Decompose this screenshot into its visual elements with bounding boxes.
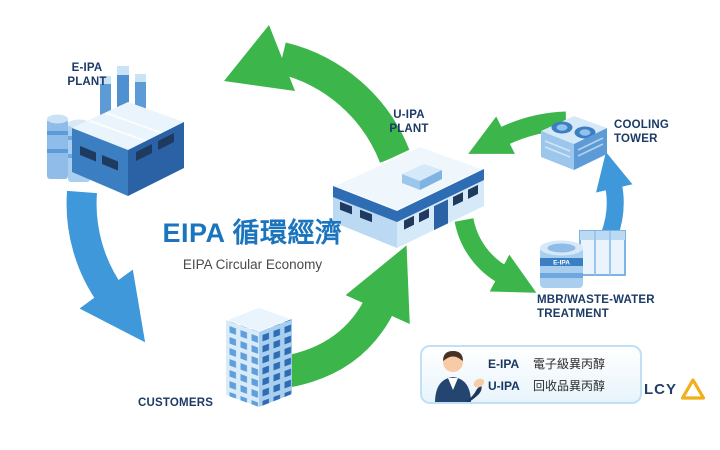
warehouse-front-windows (404, 184, 478, 230)
label-line: COOLING (614, 119, 670, 131)
arrow-cooling-to-uipa (468, 111, 567, 154)
cooling-tower-illustration (541, 116, 607, 170)
label-line: CUSTOMERS (138, 397, 214, 409)
legend-abbr: E-IPA (488, 357, 520, 371)
arrow-uipa-to-eipa (277, 42, 410, 164)
uipa-plant-illustration (330, 144, 487, 248)
large-cycle-arrows (66, 25, 410, 388)
label-line: MBR/WASTE-WATER (537, 294, 655, 306)
legend-desc: 電子級異丙醇 (533, 357, 606, 371)
eipa-plant-illustration (47, 66, 184, 196)
legend-abbr: U-IPA (488, 379, 520, 393)
legend-rows: E-IPA 電子級異丙醇 U-IPA 回收品異丙醇 (488, 355, 605, 394)
arrow-uipa-to-mbr (454, 217, 537, 293)
legend-panel: E-IPA 電子級異丙醇 U-IPA 回收品異丙醇 (420, 345, 642, 404)
roof-vent (402, 164, 442, 190)
label-line: U-IPA (393, 109, 425, 121)
label-mbr: MBR/WASTE-WATER TREATMENT (537, 294, 655, 322)
lcy-logo: LCY (644, 376, 706, 402)
mbr-tank: E-IPA (540, 240, 583, 288)
title-text: EIPA 循環經濟 (162, 218, 343, 248)
tank-label: E-IPA (553, 260, 570, 267)
warehouse-side-windows (340, 201, 372, 223)
legend-item-eipa: E-IPA 電子級異丙醇 (488, 355, 605, 372)
label-eipa-plant: E-IPA PLANT (55, 62, 119, 90)
factory-windows (80, 133, 174, 171)
legend-desc: 回收品異丙醇 (533, 379, 606, 393)
warehouse-door (434, 199, 448, 231)
label-cooling-tower: COOLING TOWER (614, 119, 669, 147)
subtitle-text: EIPA Circular Economy (182, 257, 323, 272)
label-line: PLANT (389, 122, 429, 135)
lcy-logo-text: LCY (644, 380, 677, 398)
lcy-logo-triangle (680, 378, 706, 400)
label-line: TOWER (614, 132, 658, 145)
label-line: PLANT (67, 75, 107, 88)
legend-item-uipa: U-IPA 回收品異丙醇 (488, 377, 605, 394)
diagram-title: EIPA 循環經濟 EIPA Circular Economy (132, 211, 373, 272)
label-uipa-plant: U-IPA PLANT (378, 109, 440, 137)
mbr-container (579, 230, 626, 276)
mbr-illustration: E-IPA (540, 230, 626, 288)
arrow-customers-to-uipa (281, 245, 410, 388)
cooling-fans (551, 121, 596, 139)
legend-person-illustration (435, 351, 485, 402)
label-line: E-IPA (71, 62, 103, 74)
arrow-eipa-to-customers (66, 190, 146, 343)
label-line: TREATMENT (537, 307, 609, 320)
customers-illustration (223, 306, 295, 407)
label-customers: CUSTOMERS (138, 397, 214, 411)
arrow-uipa-to-eipa-head (224, 25, 295, 91)
